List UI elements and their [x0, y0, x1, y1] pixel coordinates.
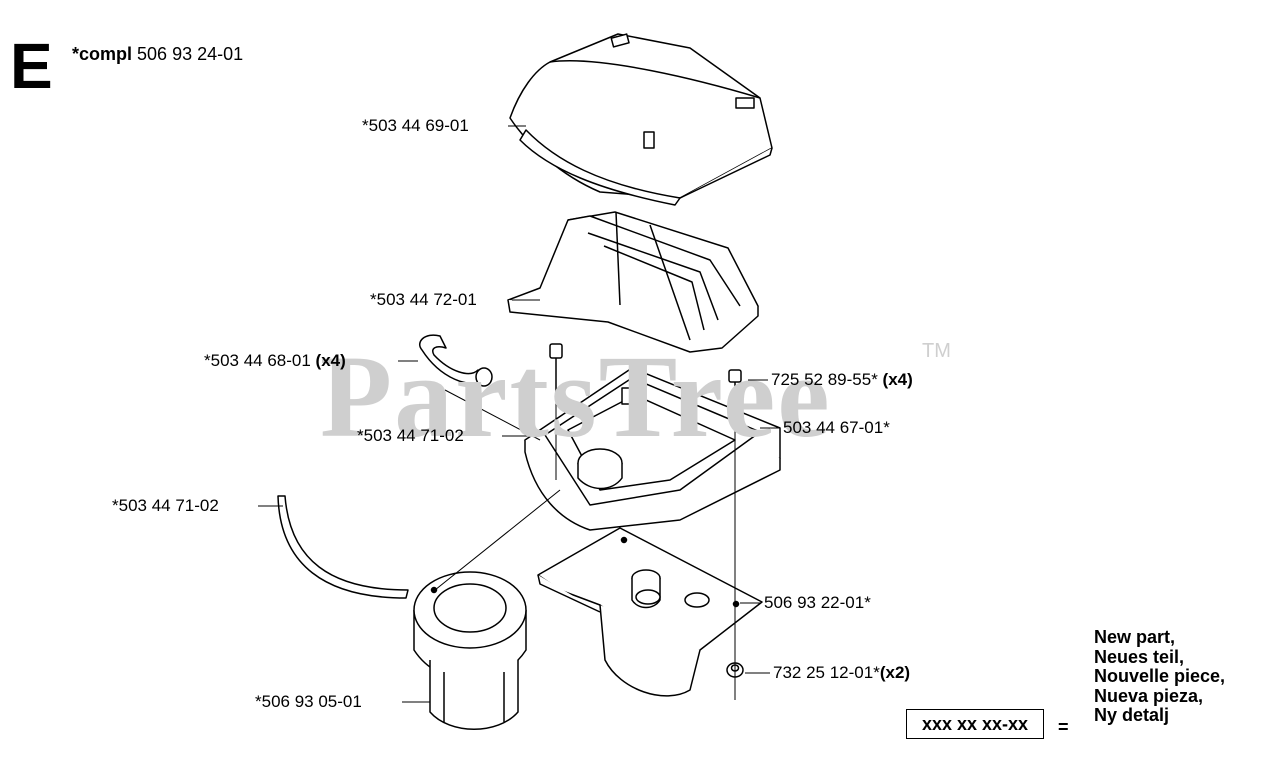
leader-lines: [258, 125, 780, 703]
filter-holder-drawing: [524, 367, 781, 531]
legend-line: Ny detalj: [1094, 705, 1170, 725]
equals-sign: =: [1058, 717, 1069, 737]
legend-line: New part,: [1094, 627, 1176, 647]
part-label-filter: *503 44 72-01: [370, 290, 477, 309]
seal-strip-drawing: [277, 495, 409, 599]
part-label-gasket-upper: *503 44 71-02: [357, 426, 464, 445]
compl-number: 506 93 24-01: [137, 44, 244, 64]
part-label-cover: *503 44 69-01: [362, 116, 469, 135]
air-filter-cover-drawing: [509, 33, 773, 206]
compl-prefix: *compl: [72, 44, 133, 64]
part-label-seal-strip: *503 44 71-02: [112, 496, 219, 515]
part-label-bracket: 506 93 22-01*: [764, 593, 871, 612]
part-label-screw: 725 52 89-55* (x4): [771, 370, 913, 389]
legend-line: Nouvelle piece,: [1094, 666, 1226, 686]
air-filter-drawing: [507, 211, 759, 353]
clip-drawing: [419, 334, 493, 387]
legend-line: Nueva pieza,: [1094, 685, 1204, 706]
section-letter: E: [10, 30, 53, 102]
watermark: PartsTree: [320, 331, 832, 462]
part-number-format-box: xxx xx xx-xx: [906, 709, 1044, 739]
screw-drawing: [549, 343, 742, 404]
part-label-nut: 732 25 12-01*(x2): [773, 663, 911, 682]
complete-assembly-label: *compl 506 93 24-01: [72, 44, 243, 65]
part-label-filter-holder: 503 44 67-01*: [783, 418, 890, 437]
part-label-intake-adapter: *506 93 05-01: [255, 692, 362, 711]
legend-line: Neues teil,: [1094, 646, 1185, 667]
trademark-mark: TM: [922, 340, 951, 362]
part-label-clip: *503 44 68-01 (x4): [204, 351, 346, 370]
intake-adapter-drawing: [413, 571, 527, 730]
bracket-drawing: [537, 527, 763, 697]
new-part-legend: New part, Neues teil, Nouvelle piece, Nu…: [1094, 627, 1226, 726]
